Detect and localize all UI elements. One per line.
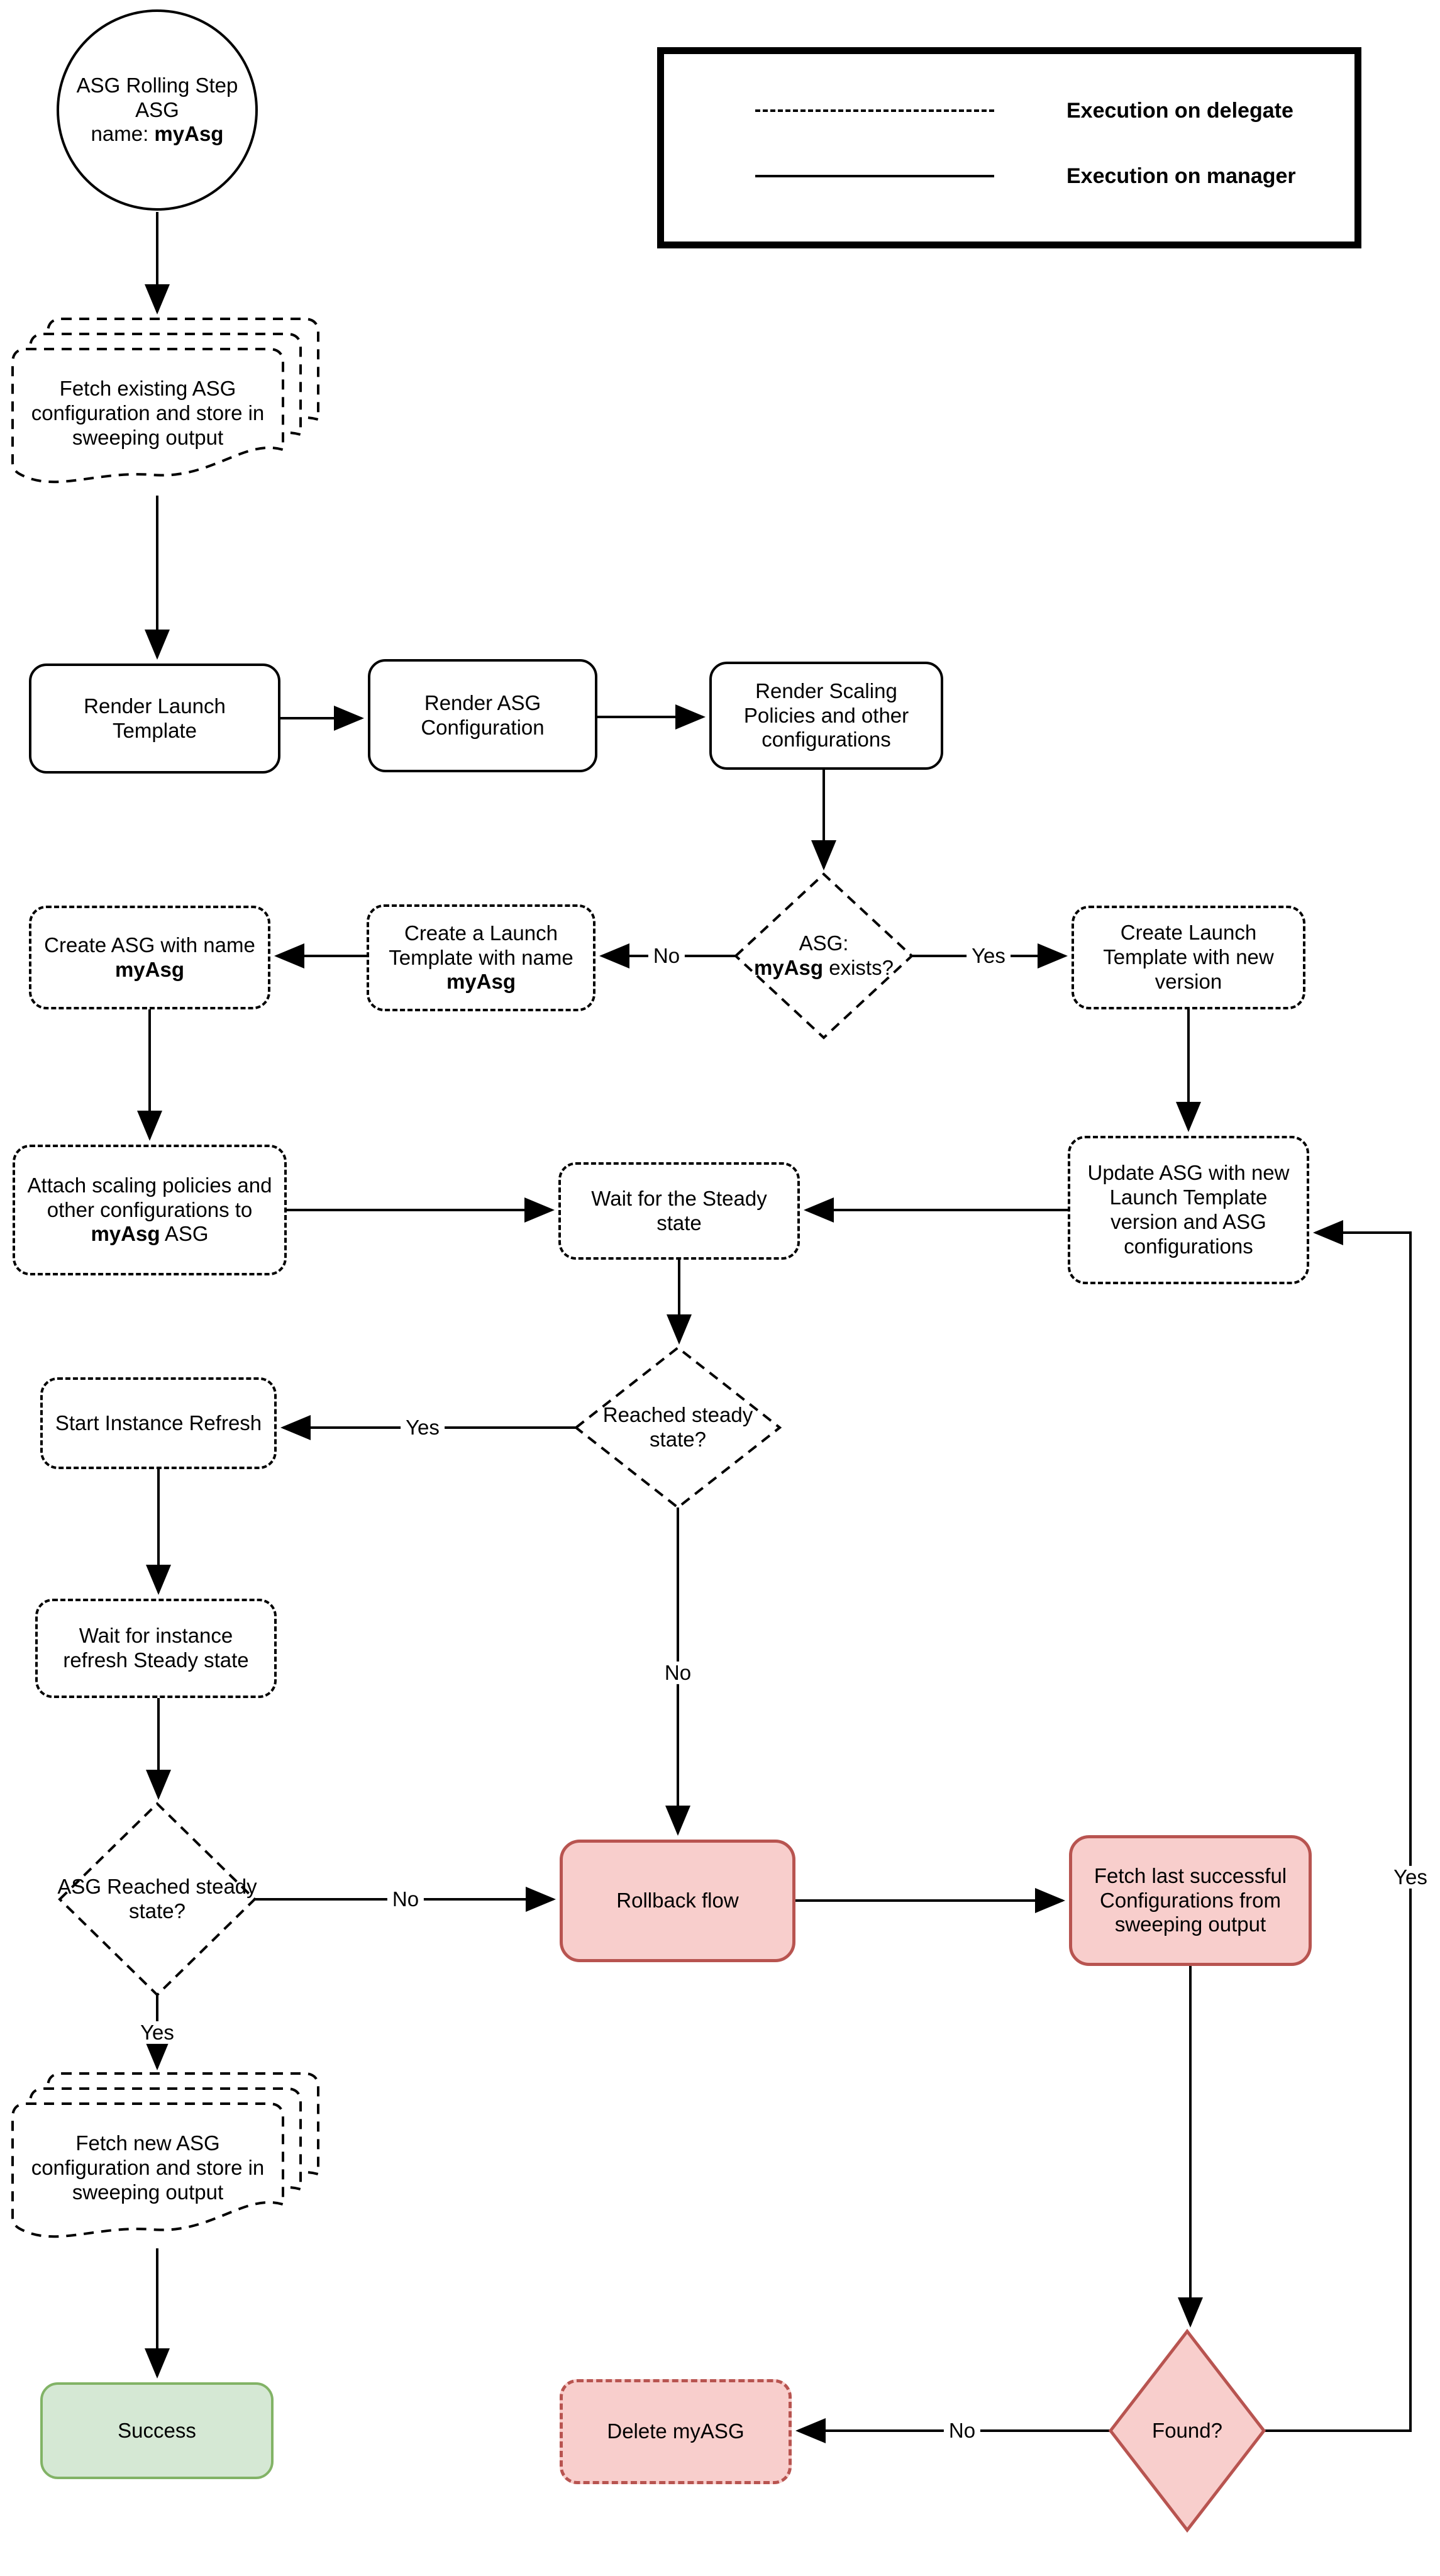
legend-delegate-label: Execution on delegate	[1066, 98, 1293, 123]
fetch-existing-doc-shape	[11, 318, 319, 484]
start-circle-shape	[57, 9, 258, 211]
create-asg-name: myAsg	[114, 957, 185, 981]
start-instance-refresh-label: Start Instance Refresh	[55, 1411, 262, 1435]
edge-found-yes-to-update-asg	[1264, 1220, 1412, 2432]
success-label: Success	[118, 2418, 196, 2442]
create-launch-template-named-label: Create a Launch Template with name myAsg	[378, 921, 584, 995]
create-launch-template-named-node: Create a Launch Template with name myAsg	[367, 904, 595, 1011]
edge-label-no-asg-reached: No	[387, 1887, 424, 1911]
delete-myasg-node: Delete myASG	[560, 2379, 792, 2484]
attach-post: ASG	[160, 1222, 209, 1246]
edge-label-yes-asg-exists: Yes	[966, 944, 1011, 968]
update-asg-node: Update ASG with new Launch Template vers…	[1068, 1136, 1309, 1284]
edge-label-no-found: No	[943, 2419, 981, 2443]
wait-instance-refresh-label: Wait for instance refresh Steady state	[63, 1624, 249, 1672]
legend-manager-label: Execution on manager	[1066, 164, 1296, 188]
create-launch-template-new-version-node: Create Launch Template with new version	[1072, 906, 1305, 1009]
create-lt-asg-name: myAsg	[446, 970, 516, 994]
edge-label-no-asg-exists: No	[648, 944, 685, 968]
reached-steady-diamond-shape	[573, 1346, 782, 1509]
create-asg-named-node: Create ASG with name myAsg	[29, 906, 270, 1009]
edge-label-no-reached-steady: No	[659, 1661, 697, 1685]
attach-asg-name: myAsg	[91, 1222, 160, 1246]
wait-steady-state-node: Wait for the Steady state	[558, 1162, 800, 1260]
render-asg-configuration-node: Render ASG Configuration	[368, 659, 597, 772]
edge-label-yes-found: Yes	[1388, 1865, 1432, 1889]
doc-page-front	[11, 348, 284, 484]
attach-scaling-policies-label: Attach scaling policies and other config…	[24, 1174, 275, 1247]
doc-page-front	[11, 2102, 284, 2238]
found-diamond-shape	[1108, 2328, 1266, 2533]
render-scaling-policies-node: Render Scaling Policies and other config…	[709, 662, 943, 770]
start-instance-refresh-node: Start Instance Refresh	[40, 1377, 277, 1469]
edge-label-yes-reached-steady: Yes	[401, 1416, 445, 1440]
success-node: Success	[40, 2382, 274, 2479]
render-asg-configuration-label: Render ASG Configuration	[421, 691, 545, 739]
legend-box: Execution on delegate Execution on manag…	[657, 47, 1361, 248]
wait-steady-state-label: Wait for the Steady state	[591, 1186, 767, 1235]
legend-row-manager: Execution on manager	[755, 162, 1296, 190]
update-asg-label: Update ASG with new Launch Template vers…	[1087, 1161, 1290, 1258]
create-asg-pre: Create ASG with name	[44, 933, 255, 957]
attach-pre: Attach scaling policies and other config…	[27, 1173, 272, 1221]
wait-instance-refresh-node: Wait for instance refresh Steady state	[35, 1599, 277, 1698]
legend-row-delegate: Execution on delegate	[755, 97, 1293, 125]
attach-scaling-policies-node: Attach scaling policies and other config…	[13, 1145, 287, 1275]
create-asg-named-label: Create ASG with name myAsg	[40, 933, 259, 982]
create-lt-pre: Create a Launch Template with name	[389, 921, 573, 969]
dashed-line-sample	[755, 109, 994, 112]
asg-reached-steady-diamond-shape	[58, 1802, 257, 1997]
fetch-new-doc-shape	[11, 2072, 319, 2238]
render-launch-template-label: Render Launch Template	[84, 694, 226, 742]
fetch-last-successful-label: Fetch last successful Configurations fro…	[1094, 1863, 1287, 1936]
edge-label-yes-asg-reached: Yes	[135, 2021, 179, 2045]
asg-exists-diamond-shape	[734, 872, 914, 1040]
delete-myasg-label: Delete myASG	[607, 2419, 745, 2443]
rollback-flow-label: Rollback flow	[616, 1889, 739, 1913]
solid-line-sample	[755, 175, 994, 177]
render-scaling-policies-label: Render Scaling Policies and other config…	[743, 679, 909, 752]
render-launch-template-node: Render Launch Template	[29, 663, 280, 774]
create-lt-new-version-label: Create Launch Template with new version	[1103, 921, 1274, 993]
rollback-flow-node: Rollback flow	[560, 1840, 795, 1962]
fetch-last-successful-node: Fetch last successful Configurations fro…	[1069, 1835, 1312, 1966]
